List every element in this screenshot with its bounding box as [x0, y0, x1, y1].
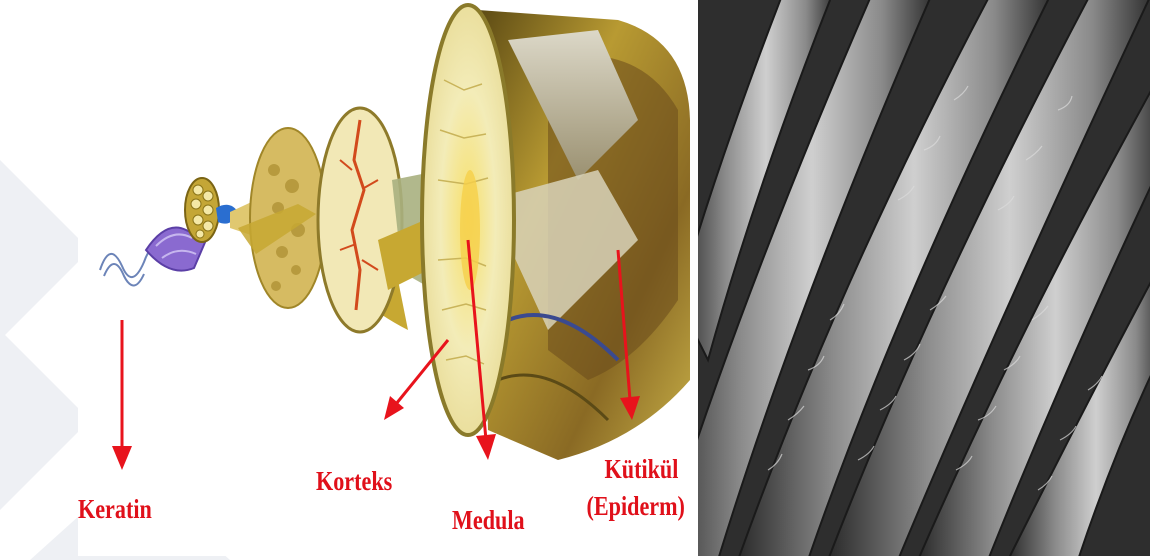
hair-shaft — [422, 5, 690, 460]
kutikul-label-line1: Kütikül — [598, 456, 685, 483]
hair-structure-diagram: Keratin Korteks Medula Kütikül (Epiderm) — [78, 0, 696, 556]
keratin-label: Keratin — [78, 496, 152, 523]
microfibril-bundle — [185, 178, 238, 242]
kutikul-label: Kütikül (Epiderm) — [598, 456, 685, 520]
sem-hair-fibers-image — [698, 0, 1150, 556]
macrofibril — [230, 128, 326, 308]
medula-label: Medula — [452, 507, 525, 534]
korteks-label: Korteks — [316, 468, 392, 495]
hair-sem-micrograph — [698, 0, 1150, 556]
kutikul-label-line2: (Epiderm) — [587, 493, 685, 520]
